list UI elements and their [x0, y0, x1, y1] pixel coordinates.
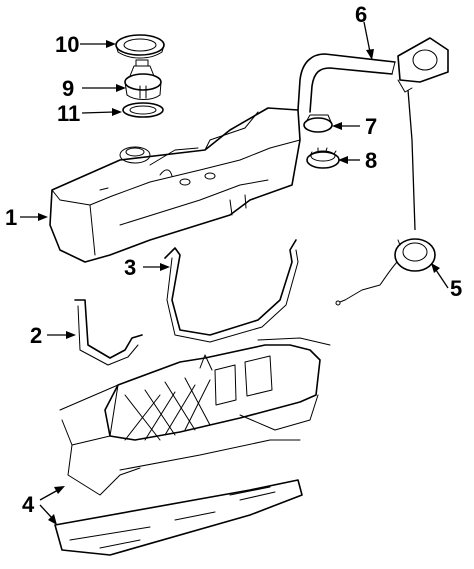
- callout-2: 2: [30, 323, 42, 348]
- fuel-pump-module: [124, 59, 162, 100]
- callout-5: 5: [450, 276, 462, 301]
- fuel-tank: [49, 107, 301, 263]
- callout-labels: 10 9 11 1 6 7 8 5 3 2 4: [5, 2, 462, 517]
- lock-ring: [115, 34, 165, 59]
- callout-11: 11: [57, 101, 80, 126]
- skid-plate-assembly: [54, 337, 331, 556]
- callout-9: 9: [62, 76, 74, 101]
- strap-3: [164, 239, 299, 343]
- strap-2: [74, 299, 143, 366]
- callout-4: 4: [22, 492, 35, 517]
- callout-7: 7: [365, 114, 377, 139]
- callout-8: 8: [365, 148, 377, 173]
- pump-seal: [122, 102, 164, 118]
- gasket-7: [303, 114, 333, 133]
- filler-pipe: [297, 37, 449, 113]
- fuel-cap: [335, 238, 436, 306]
- leader-lines: [20, 21, 449, 525]
- callout-6: 6: [355, 2, 367, 27]
- grommet-8: [306, 147, 340, 169]
- callout-3: 3: [124, 255, 136, 280]
- callout-10: 10: [55, 32, 79, 57]
- callout-1: 1: [5, 205, 17, 230]
